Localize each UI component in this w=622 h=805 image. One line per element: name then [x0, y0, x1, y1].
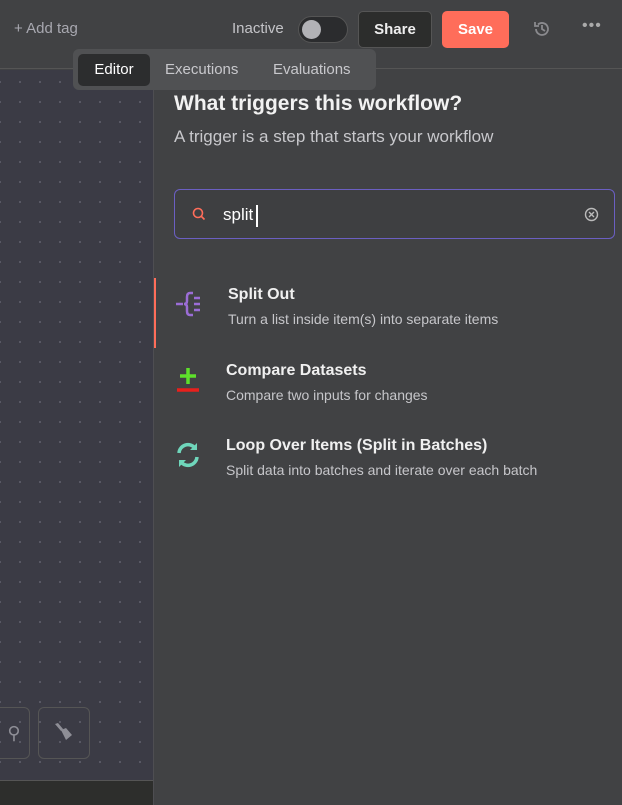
result-item-compare-datasets[interactable]: Compare Datasets Compare two inputs for …: [154, 354, 622, 424]
view-tabs: Editor Executions Evaluations: [73, 49, 376, 90]
result-item-split-out[interactable]: Split Out Turn a list inside item(s) int…: [154, 278, 622, 348]
loop-icon: [177, 442, 199, 468]
add-tag-link[interactable]: + Add tag: [14, 20, 78, 37]
result-name: Loop Over Items (Split in Batches): [226, 437, 488, 454]
result-description: Split data into batches and iterate over…: [226, 462, 538, 478]
tab-editor[interactable]: Editor: [78, 54, 150, 86]
history-icon[interactable]: [532, 19, 552, 39]
more-options-icon[interactable]: •••: [582, 17, 602, 34]
save-button[interactable]: Save: [442, 11, 509, 48]
search-value: split: [223, 205, 259, 227]
search-input[interactable]: split: [174, 189, 615, 239]
magnifier-icon: ⚲: [7, 722, 21, 743]
tab-evaluations[interactable]: Evaluations: [273, 61, 351, 78]
tidy-up-button[interactable]: [38, 707, 90, 759]
node-creator-panel: What triggers this workflow? A trigger i…: [153, 70, 622, 805]
share-button[interactable]: Share: [358, 11, 432, 48]
panel-title: What triggers this workflow?: [174, 92, 463, 115]
result-description: Compare two inputs for changes: [226, 387, 428, 403]
compare-datasets-icon: [177, 368, 199, 392]
status-label: Inactive: [232, 20, 284, 37]
result-item-loop-over-items[interactable]: Loop Over Items (Split in Batches) Split…: [154, 429, 622, 499]
panel-subtitle: A trigger is a step that starts your wor…: [174, 127, 494, 146]
workflow-canvas[interactable]: [0, 70, 153, 780]
split-out-icon: [176, 291, 200, 317]
search-icon: [192, 207, 206, 221]
broom-icon: [55, 723, 72, 740]
tab-executions[interactable]: Executions: [165, 61, 239, 78]
active-toggle[interactable]: [298, 16, 348, 43]
zoom-button[interactable]: ⚲: [0, 707, 30, 759]
result-name: Compare Datasets: [226, 362, 367, 379]
result-description: Turn a list inside item(s) into separate…: [228, 311, 499, 327]
clear-search-icon[interactable]: [584, 207, 599, 222]
result-name: Split Out: [228, 286, 295, 303]
canvas-footer: [0, 780, 153, 805]
toggle-knob: [302, 20, 321, 39]
